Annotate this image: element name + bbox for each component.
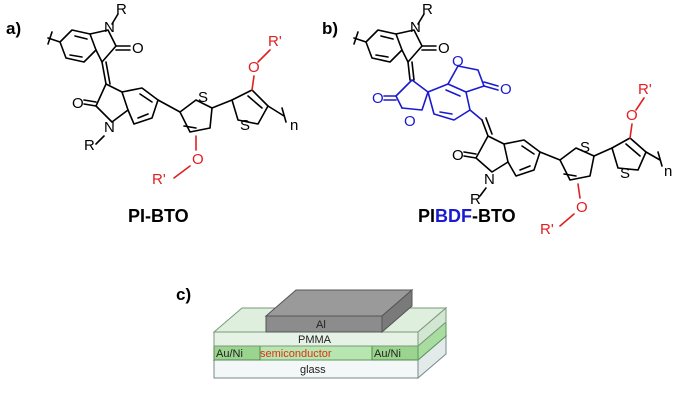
atom-rprime-2: R'	[268, 33, 282, 50]
label-al: Al	[316, 319, 326, 331]
atom-s-b-2: S	[620, 165, 630, 182]
benzene-ring-upper	[59, 29, 97, 63]
benzene-ring-b-lower	[503, 139, 541, 177]
thiophene-ring-1	[179, 99, 213, 133]
atom-rprime-1: R'	[152, 171, 166, 188]
label-au-ni-left: Au/Ni	[216, 348, 243, 360]
atom-r-lower: R	[84, 137, 95, 154]
thiophene-ring-2	[231, 89, 269, 125]
atom-o-bdf-3: O	[452, 53, 464, 70]
bdf-benzene	[427, 83, 471, 121]
repeat-n-b: n	[664, 163, 672, 180]
lactam-ring-b-lower	[475, 135, 509, 173]
atom-o-bdf-1: O	[372, 90, 384, 107]
atom-r-b-lower: R	[470, 191, 481, 208]
atom-rprime-b-1: R'	[540, 221, 554, 238]
panel-c-label: c)	[176, 285, 191, 304]
thiophene-ring-b-1	[559, 147, 595, 181]
atom-s-1: S	[198, 89, 208, 106]
panel-a-label: a)	[6, 19, 21, 38]
atom-r-b-upper: R	[422, 1, 433, 18]
atom-o-side-1: O	[192, 151, 204, 168]
atom-o-b-side-1: O	[576, 199, 588, 216]
atom-n-upper: N	[104, 19, 115, 36]
atom-o-bdf-4: O	[500, 81, 512, 98]
atom-o-side-2: O	[248, 59, 260, 76]
chain-bracket-left	[47, 31, 61, 45]
atom-o-b-lower: O	[452, 147, 464, 164]
benzene-ring-b-upper	[365, 29, 403, 63]
atom-o-lower: O	[72, 95, 84, 112]
benzene-ring-lower	[121, 87, 159, 125]
chain-bracket-right	[267, 105, 287, 123]
polymer-name-a: PI-BTO	[128, 206, 189, 226]
atom-s-b-1: S	[580, 139, 590, 156]
atom-o-b-side-2: O	[626, 107, 638, 124]
bdf-unit: O O O O	[372, 53, 512, 130]
chain-bracket-b-left	[353, 31, 367, 45]
atom-n-b-lower: N	[484, 171, 495, 188]
panel-c: c) Al PMMA Au/Ni semiconductor Au/Ni gla…	[176, 285, 448, 380]
panel-b-label: b)	[322, 19, 338, 38]
atom-o-upper: O	[132, 40, 144, 57]
atom-n-lower: N	[104, 119, 115, 136]
atom-rprime-b-2: R'	[638, 81, 652, 98]
panel-a: a) N O R O N R S O R'	[6, 1, 298, 226]
atom-o-b-upper: O	[438, 40, 450, 57]
label-glass: glass	[300, 364, 326, 376]
thiophene-ring-b-2	[611, 137, 647, 171]
atom-s-2: S	[240, 117, 250, 134]
repeat-n-a: n	[290, 117, 298, 134]
atom-n-b-upper: N	[410, 19, 421, 36]
isoindigo-double-bond	[101, 61, 111, 85]
atom-r-upper: R	[116, 1, 127, 18]
label-semiconductor: semiconductor	[260, 348, 332, 360]
atom-o-bdf-2: O	[404, 113, 416, 130]
polymer-name-b: PIBDF-BTO	[418, 206, 516, 226]
label-pmma: PMMA	[298, 334, 332, 346]
lactam-ring-lower	[95, 83, 129, 123]
panel-b: b) N O R O O O O	[322, 1, 672, 238]
chain-bracket-b-right	[645, 151, 663, 167]
label-au-ni-right: Au/Ni	[374, 348, 401, 360]
